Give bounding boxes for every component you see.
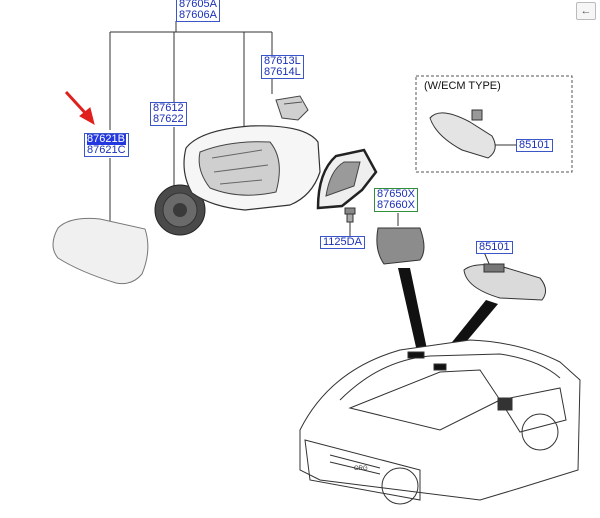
label-87605A[interactable]: 87605A 87606A <box>176 0 220 22</box>
label-87613L[interactable]: 87613L 87614L <box>261 55 304 79</box>
car-illustration <box>299 339 581 505</box>
part-number: 85101 <box>519 139 550 151</box>
part-number: 87605A <box>179 0 217 10</box>
ecm-type-caption: (W/ECM TYPE) <box>424 80 501 92</box>
mirror-bracket <box>275 95 309 121</box>
ecm-type-box <box>415 75 573 173</box>
part-number: 1125DA <box>323 236 362 248</box>
part-number: 87614L <box>264 66 301 78</box>
part-number: 87622 <box>153 113 184 125</box>
part-number: 87606A <box>179 9 217 21</box>
mirror-glass <box>52 217 149 285</box>
label-87621B[interactable]: 87621B 87621C <box>84 133 129 157</box>
label-85101[interactable]: 85101 <box>476 241 513 254</box>
arrow-left-icon: ← <box>580 5 592 17</box>
car-badge: ORG <box>354 466 368 472</box>
part-number: 85101 <box>479 241 510 253</box>
part-number-selected: 87621B <box>87 133 126 145</box>
part-number: 87660X <box>377 199 415 211</box>
inside-mirror <box>463 263 546 301</box>
bolt <box>344 207 356 223</box>
actuator-motor <box>154 184 206 236</box>
leader-lines <box>109 21 516 267</box>
back-button[interactable]: ← <box>576 2 596 20</box>
label-87612[interactable]: 87612 87622 <box>150 102 187 126</box>
mirror-base <box>316 148 378 210</box>
part-number: 87621C <box>87 144 126 156</box>
mirror-housing <box>183 125 321 211</box>
label-85101-ecm[interactable]: 85101 <box>516 139 553 152</box>
ecm-inside-mirror <box>429 109 496 159</box>
part-number: 87613L <box>264 55 301 67</box>
part-number: 87650X <box>377 188 415 200</box>
part-number: 87612 <box>153 102 184 114</box>
label-1125DA[interactable]: 1125DA <box>320 236 365 249</box>
mirror-cover <box>376 227 425 265</box>
cover-pointer <box>398 268 428 356</box>
label-87650X[interactable]: 87650X 87660X <box>374 188 418 212</box>
red-arrow-icon <box>64 90 95 126</box>
